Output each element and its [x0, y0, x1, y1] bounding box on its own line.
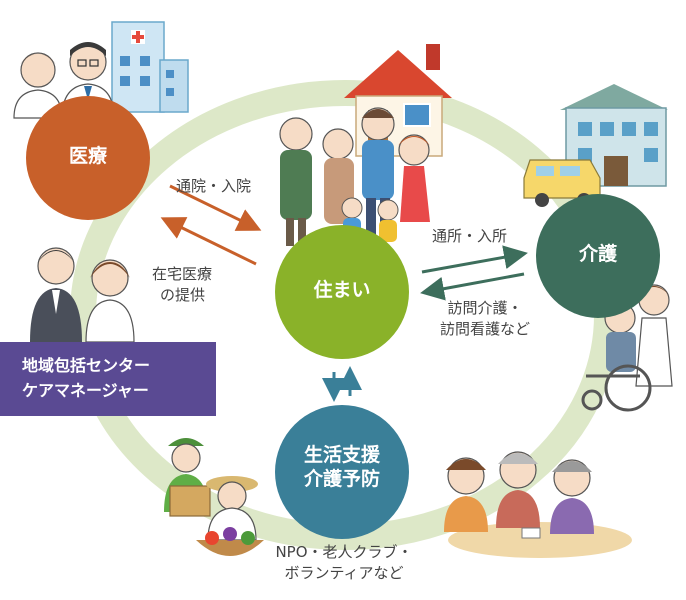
support-label-line2: 介護予防 — [303, 467, 380, 490]
home-medical-flow-label: 在宅医療 の提供 — [152, 264, 212, 306]
family-illustration-icon — [279, 107, 430, 246]
home-label: 住まい — [313, 279, 371, 301]
center-box-line2: ケアマネージャー — [22, 381, 149, 400]
home-medical-line2: の提供 — [160, 286, 206, 304]
home-node — [275, 225, 409, 359]
npo-flow-label: NPO・老人クラブ・ ボランティアなど — [244, 542, 444, 584]
care-node — [536, 194, 660, 318]
visiting-flow-label: 訪問介護・ 訪問看護など — [420, 298, 550, 340]
arrow-home-to-medical — [160, 217, 257, 266]
visiting-line1: 訪問介護・ — [447, 299, 523, 317]
care-label: 介護 — [578, 243, 617, 265]
npo-line1: NPO・老人クラブ・ — [275, 543, 413, 561]
npo-line2: ボランティアなど — [284, 564, 404, 582]
daycare-flow-label: 通所・入所 — [432, 227, 508, 245]
center-box-line1: 地域包括センター — [22, 356, 151, 376]
hospital-illustration-icon — [111, 21, 189, 113]
support-node — [275, 405, 409, 539]
care-facility-illustration-icon — [560, 84, 668, 187]
house-illustration-icon — [344, 44, 452, 157]
community-center-box: 地域包括センター ケアマネージャー — [0, 342, 216, 416]
hospital-flow-label: 通院・入院 — [176, 177, 252, 195]
support-label-line1: 生活支援 — [303, 444, 380, 466]
medical-node — [26, 96, 150, 220]
arrow-medical-to-home — [169, 184, 262, 231]
arrow-home-to-care — [421, 245, 528, 274]
medical-label: 医療 — [68, 145, 107, 167]
care-manager-illustration-icon — [30, 247, 135, 343]
arrow-care-to-home — [420, 272, 525, 301]
home-medical-line1: 在宅医療 — [152, 265, 213, 283]
visiting-line2: 訪問看護など — [439, 320, 530, 338]
farmer-illustration-icon — [164, 438, 264, 556]
seniors-table-illustration-icon — [444, 451, 632, 558]
support-label: 生活支援 介護予防 — [282, 444, 402, 492]
